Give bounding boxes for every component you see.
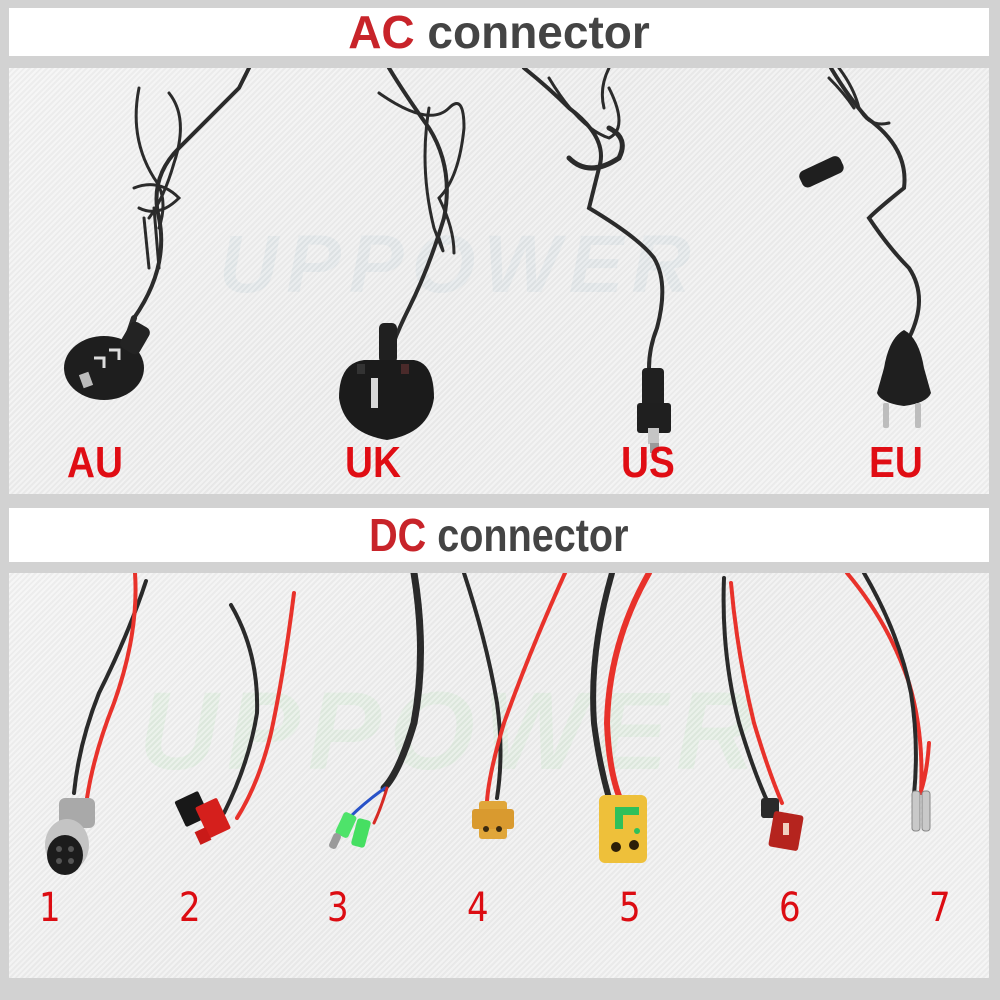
connector-3-wires-icon	[347, 573, 424, 825]
ac-plug-label-eu: EU	[869, 438, 923, 487]
connector-6-t-plug-icon	[761, 798, 804, 851]
ac-plugs-illustration	[64, 68, 931, 453]
dc-connector-photo-panel: UPPOWER	[9, 573, 989, 978]
us-plug-icon	[637, 368, 671, 453]
ac-title-accent: AC	[348, 6, 415, 58]
dc-connector-label-7: 7	[929, 885, 951, 931]
connector-2-wires-icon	[222, 591, 296, 820]
ac-connector-photo-panel: UPPOWER	[9, 68, 989, 494]
dc-title-rest: connector	[426, 509, 629, 561]
connector-6-wires-icon	[721, 576, 784, 807]
au-plug-icon	[64, 321, 150, 400]
ac-connector-header: AC connector	[9, 8, 989, 56]
ac-watermark: UPPOWER	[219, 219, 699, 310]
dc-connector-label-5: 5	[619, 885, 641, 931]
connector-3-spade-terminal-icon	[328, 812, 371, 849]
connector-1-aviation-plug-icon	[45, 798, 95, 875]
us-power-cord-icon	[522, 68, 665, 370]
connector-5-wires-icon	[590, 573, 652, 804]
ac-plug-label-uk: UK	[345, 438, 401, 487]
dc-title-accent: DC	[369, 509, 427, 561]
dc-connectors-illustration	[45, 573, 931, 875]
eu-c7-connector-icon	[799, 156, 844, 188]
dc-connector-label-4: 4	[467, 885, 489, 931]
dc-connector-label-3: 3	[327, 885, 349, 931]
uk-plug-icon	[339, 323, 434, 440]
ac-plug-label-us: US	[621, 438, 675, 487]
connector-7-bullet-terminal-icon	[911, 790, 931, 832]
dc-connector-label-1: 1	[39, 885, 61, 931]
eu-power-cord-icon	[827, 68, 921, 340]
dc-connector-label-2: 2	[179, 885, 201, 931]
ac-connector-title: AC connector	[348, 8, 650, 56]
ac-title-rest: connector	[414, 6, 650, 58]
connector-4-wires-icon	[462, 573, 567, 803]
uk-power-cord-icon	[377, 68, 466, 370]
ac-plug-label-au: AU	[67, 438, 123, 487]
connector-5-xt90-plug-icon	[599, 795, 647, 863]
connector-7-wires-icon	[845, 573, 931, 797]
dc-connector-header: DC connector	[9, 508, 989, 562]
connector-4-xt60-plug-icon	[472, 801, 514, 839]
au-power-cord-icon	[126, 68, 251, 336]
dc-connector-label-6: 6	[779, 885, 801, 931]
dc-connector-title: DC connector	[369, 508, 628, 562]
eu-plug-icon	[877, 330, 931, 428]
connector-1-wires-icon	[72, 573, 148, 800]
connector-2-anderson-plug-icon	[174, 791, 231, 845]
